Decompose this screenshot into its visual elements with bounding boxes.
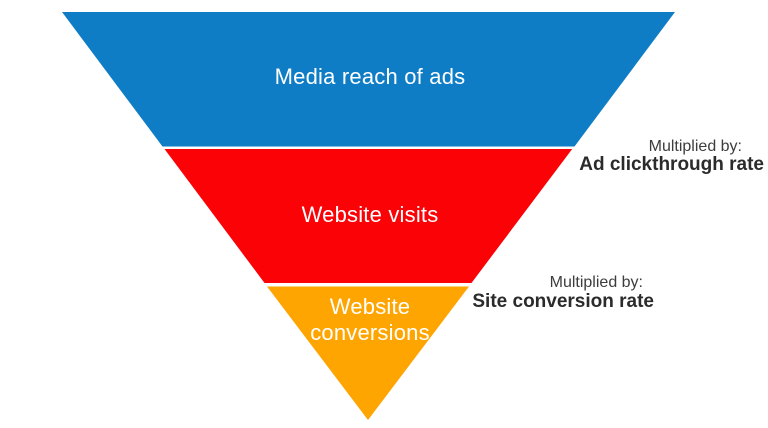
multiplier-1-value: Ad clickthrough rate: [579, 154, 764, 175]
funnel-section-media-reach: [62, 12, 675, 147]
funnel-label-website-visits: Website visits: [301, 202, 439, 227]
multiplier-1-caption: Multiplied by:: [648, 138, 742, 155]
funnel-section-website-conversions: [267, 286, 469, 420]
multiplier-2-caption: Multiplied by:: [549, 274, 643, 291]
funnel-label-media-reach: Media reach of ads: [274, 64, 466, 89]
funnel-label-website-conversions: Website conversions: [310, 294, 430, 345]
multiplier-2-value: Site conversion rate: [472, 291, 654, 312]
funnel-section-website-visits: [164, 149, 573, 283]
